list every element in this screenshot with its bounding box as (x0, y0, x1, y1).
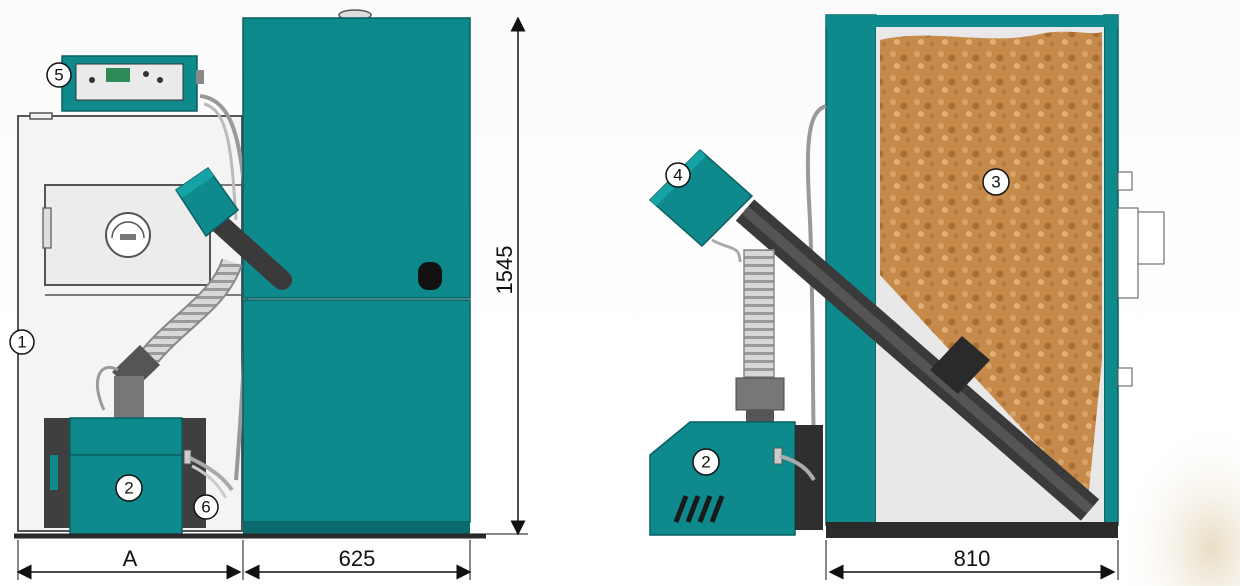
pellet-fill (880, 31, 1102, 501)
side-view: 810 4 3 2 (648, 14, 1165, 580)
side-base (826, 522, 1118, 538)
dimension-810-label: 810 (954, 546, 991, 571)
front-view: 1545 A 625 1 5 2 6 (9, 9, 528, 580)
dimension-625-label: 625 (339, 546, 376, 571)
flexible-hose-side (743, 249, 775, 379)
svg-text:6: 6 (201, 498, 210, 517)
svg-text:3: 3 (991, 173, 1000, 192)
controller-unit (61, 55, 204, 112)
callout-6: 6 (193, 494, 219, 520)
dimension-height-label: 1545 (492, 246, 517, 295)
pellet-hopper-front (242, 9, 471, 534)
auger-motor-side (648, 148, 754, 248)
svg-text:4: 4 (673, 166, 682, 185)
callout-5: 5 (46, 62, 72, 88)
auger-motor-front (174, 166, 292, 290)
svg-text:5: 5 (54, 66, 63, 85)
callout-2-side: 2 (692, 448, 720, 476)
hopper-inspection-cap (418, 262, 442, 290)
pellet-hopper-side (825, 14, 1165, 526)
svg-text:2: 2 (124, 479, 133, 498)
dimension-a-label: A (123, 546, 138, 571)
burner-side (649, 421, 823, 536)
callout-2-front: 2 (115, 474, 143, 502)
callout-1: 1 (9, 329, 35, 355)
svg-text:2: 2 (701, 453, 710, 472)
callout-4: 4 (665, 162, 691, 188)
svg-text:1: 1 (17, 333, 26, 352)
callout-3: 3 (982, 168, 1010, 196)
auger-tube-side (735, 199, 1100, 521)
